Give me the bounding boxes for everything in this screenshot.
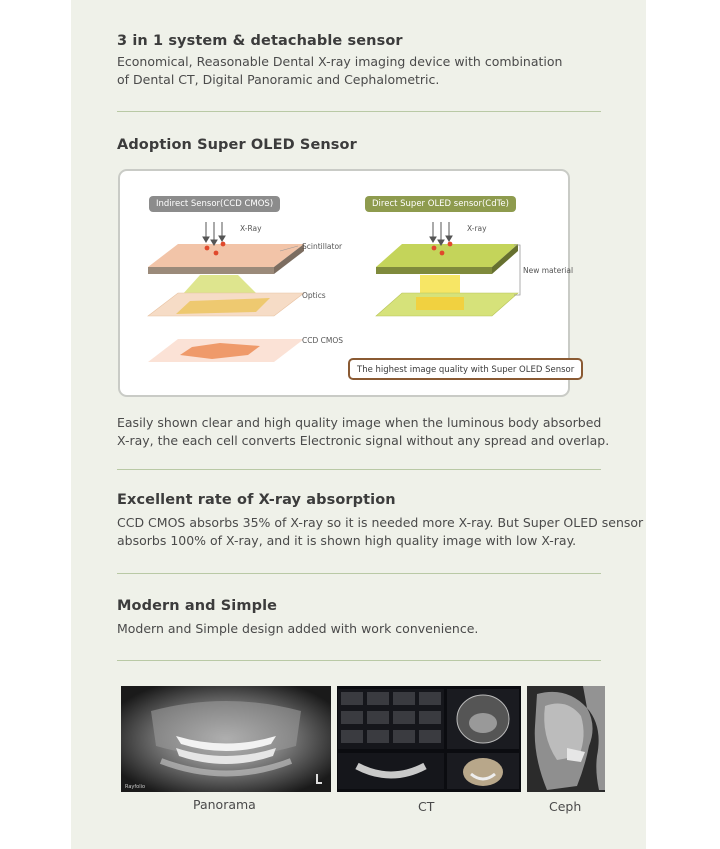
indirect-sensor-tag: Indirect Sensor(CCD CMOS) [149,196,281,212]
section-title-oled: Adoption Super OLED Sensor [117,137,357,153]
divider [117,469,601,470]
divider [117,573,601,574]
divider [117,660,601,661]
section-text-3in1-line1: Economical, Reasonable Dental X-ray imag… [117,54,563,69]
section-title-3in1: 3 in 1 system & detachable sensor [117,33,403,49]
section-title-modern: Modern and Simple [117,598,278,614]
xray-label-right: X-ray [467,224,487,233]
divider [117,111,601,112]
caption-panorama: Panorama [193,797,256,812]
xray-label-left: X-Ray [240,224,262,233]
new-material-label: New material [523,266,574,275]
direct-sensor-tag: Direct Super OLED sensor(CdTe) [365,196,516,212]
section-text-oled-line1: Easily shown clear and high quality imag… [117,415,602,430]
section-text-modern-line1: Modern and Simple design added with work… [117,621,479,636]
highlight-badge: The highest image quality with Super OLE… [348,358,584,380]
ccd-cmos-label: CCD CMOS [302,336,344,345]
panoramic-xray-image: Rayfolio [121,686,331,792]
cephalometric-xray-image [527,686,605,792]
section-title-absorption: Excellent rate of X-ray absorption [117,492,396,508]
section-text-absorption-line1: CCD CMOS absorbs 35% of X-ray so it is n… [117,515,644,530]
xray-arrows-right [429,222,453,246]
caption-ceph: Ceph [549,799,582,814]
panorama-watermark: Rayfolio [125,784,146,790]
section-text-oled-line2: X-ray, the each cell converts Electronic… [117,433,610,448]
section-text-3in1-line2: of Dental CT, Digital Panoramic and Ceph… [117,72,440,87]
section-text-absorption-line2: absorbs 100% of X-ray, and it is shown h… [117,533,577,548]
caption-ct: CT [418,799,435,814]
optics-label: Optics [302,291,326,300]
xray-arrows-left [202,222,226,246]
ct-scan-image [337,686,521,792]
scintillator-label: Scintillator [302,242,343,251]
sensor-comparison-diagram: Indirect Sensor(CCD CMOS) Direct Super O… [118,169,584,397]
sensor-layers-illustration [147,222,521,362]
